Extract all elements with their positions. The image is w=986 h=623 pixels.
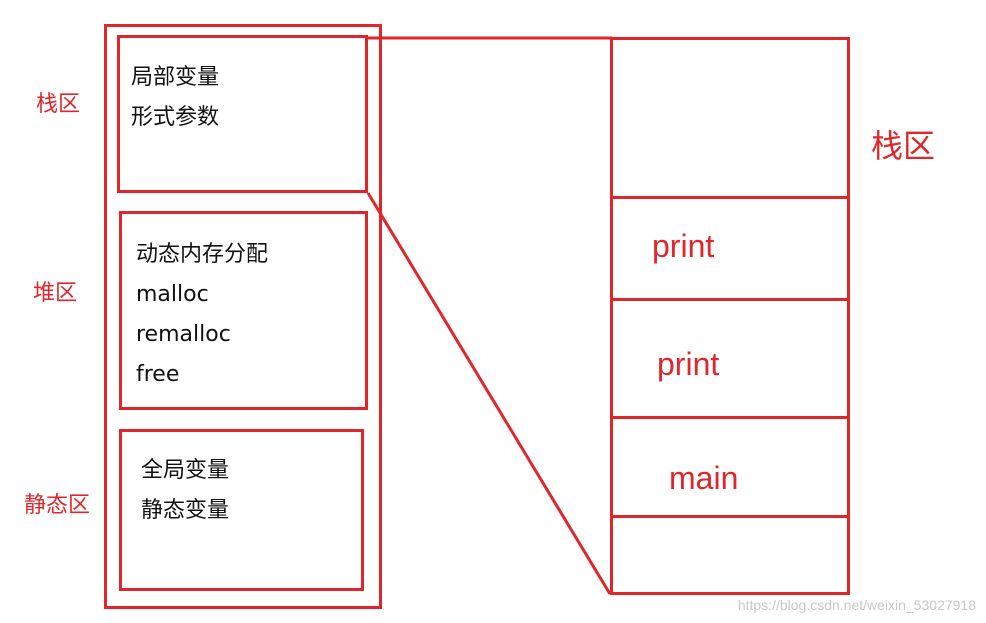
stack-segment-contents: 局部变量 形式参数 xyxy=(131,58,219,138)
static-segment-contents: 全局变量 静态变量 xyxy=(141,451,229,531)
stack-frame-box xyxy=(613,196,847,301)
heap-segment-contents: 动态内存分配 malloc remalloc free xyxy=(136,235,268,395)
heap-line: malloc xyxy=(136,282,209,307)
label-heap: 堆区 xyxy=(33,281,78,306)
stack-frame-label: print xyxy=(657,346,720,382)
stack-frame-divider xyxy=(613,298,847,301)
stack-frame-label: main xyxy=(669,460,739,496)
heap-segment-box xyxy=(119,211,368,410)
memory-outer-box xyxy=(104,24,382,609)
watermark-text: https://blog.csdn.net/weixin_53027918 xyxy=(737,597,976,613)
label-static: 静态区 xyxy=(24,493,91,518)
static-segment-box xyxy=(119,429,364,591)
stack-line: 形式参数 xyxy=(131,105,220,130)
heap-line: free xyxy=(136,362,180,387)
label-stack: 栈区 xyxy=(36,92,81,117)
heap-line: 动态内存分配 xyxy=(136,242,269,267)
stack-line: 局部变量 xyxy=(131,65,220,90)
heap-line: remalloc xyxy=(136,322,231,347)
stack-frame-label: print xyxy=(652,228,715,264)
stack-detail-column xyxy=(610,37,850,595)
label-stack-detail: 栈区 xyxy=(871,127,936,165)
static-line: 静态变量 xyxy=(141,498,230,523)
stack-segment-box xyxy=(117,35,368,193)
stack-frame-divider xyxy=(613,515,847,518)
connector-bottom-line xyxy=(366,192,612,595)
static-line: 全局变量 xyxy=(141,458,230,483)
stack-frame-divider xyxy=(613,416,847,419)
